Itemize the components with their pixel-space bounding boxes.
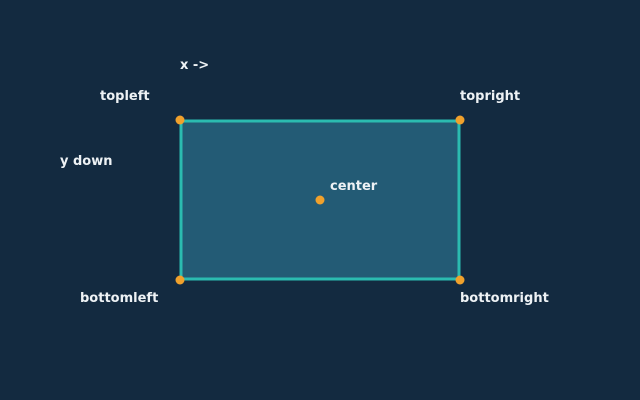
topleft-label: topleft xyxy=(100,89,150,104)
point-center xyxy=(315,195,325,205)
bottomright-label: bottomright xyxy=(460,291,549,306)
point-bottomright xyxy=(455,275,465,285)
x-axis-label: x -> xyxy=(180,58,210,73)
center-label: center xyxy=(330,179,378,194)
topright-label: topright xyxy=(460,89,521,104)
point-bottomleft xyxy=(175,275,185,285)
y-axis-label: y down xyxy=(60,154,113,169)
bottomleft-label: bottomleft xyxy=(80,291,159,306)
point-topright xyxy=(455,115,465,125)
point-topleft xyxy=(175,115,185,125)
